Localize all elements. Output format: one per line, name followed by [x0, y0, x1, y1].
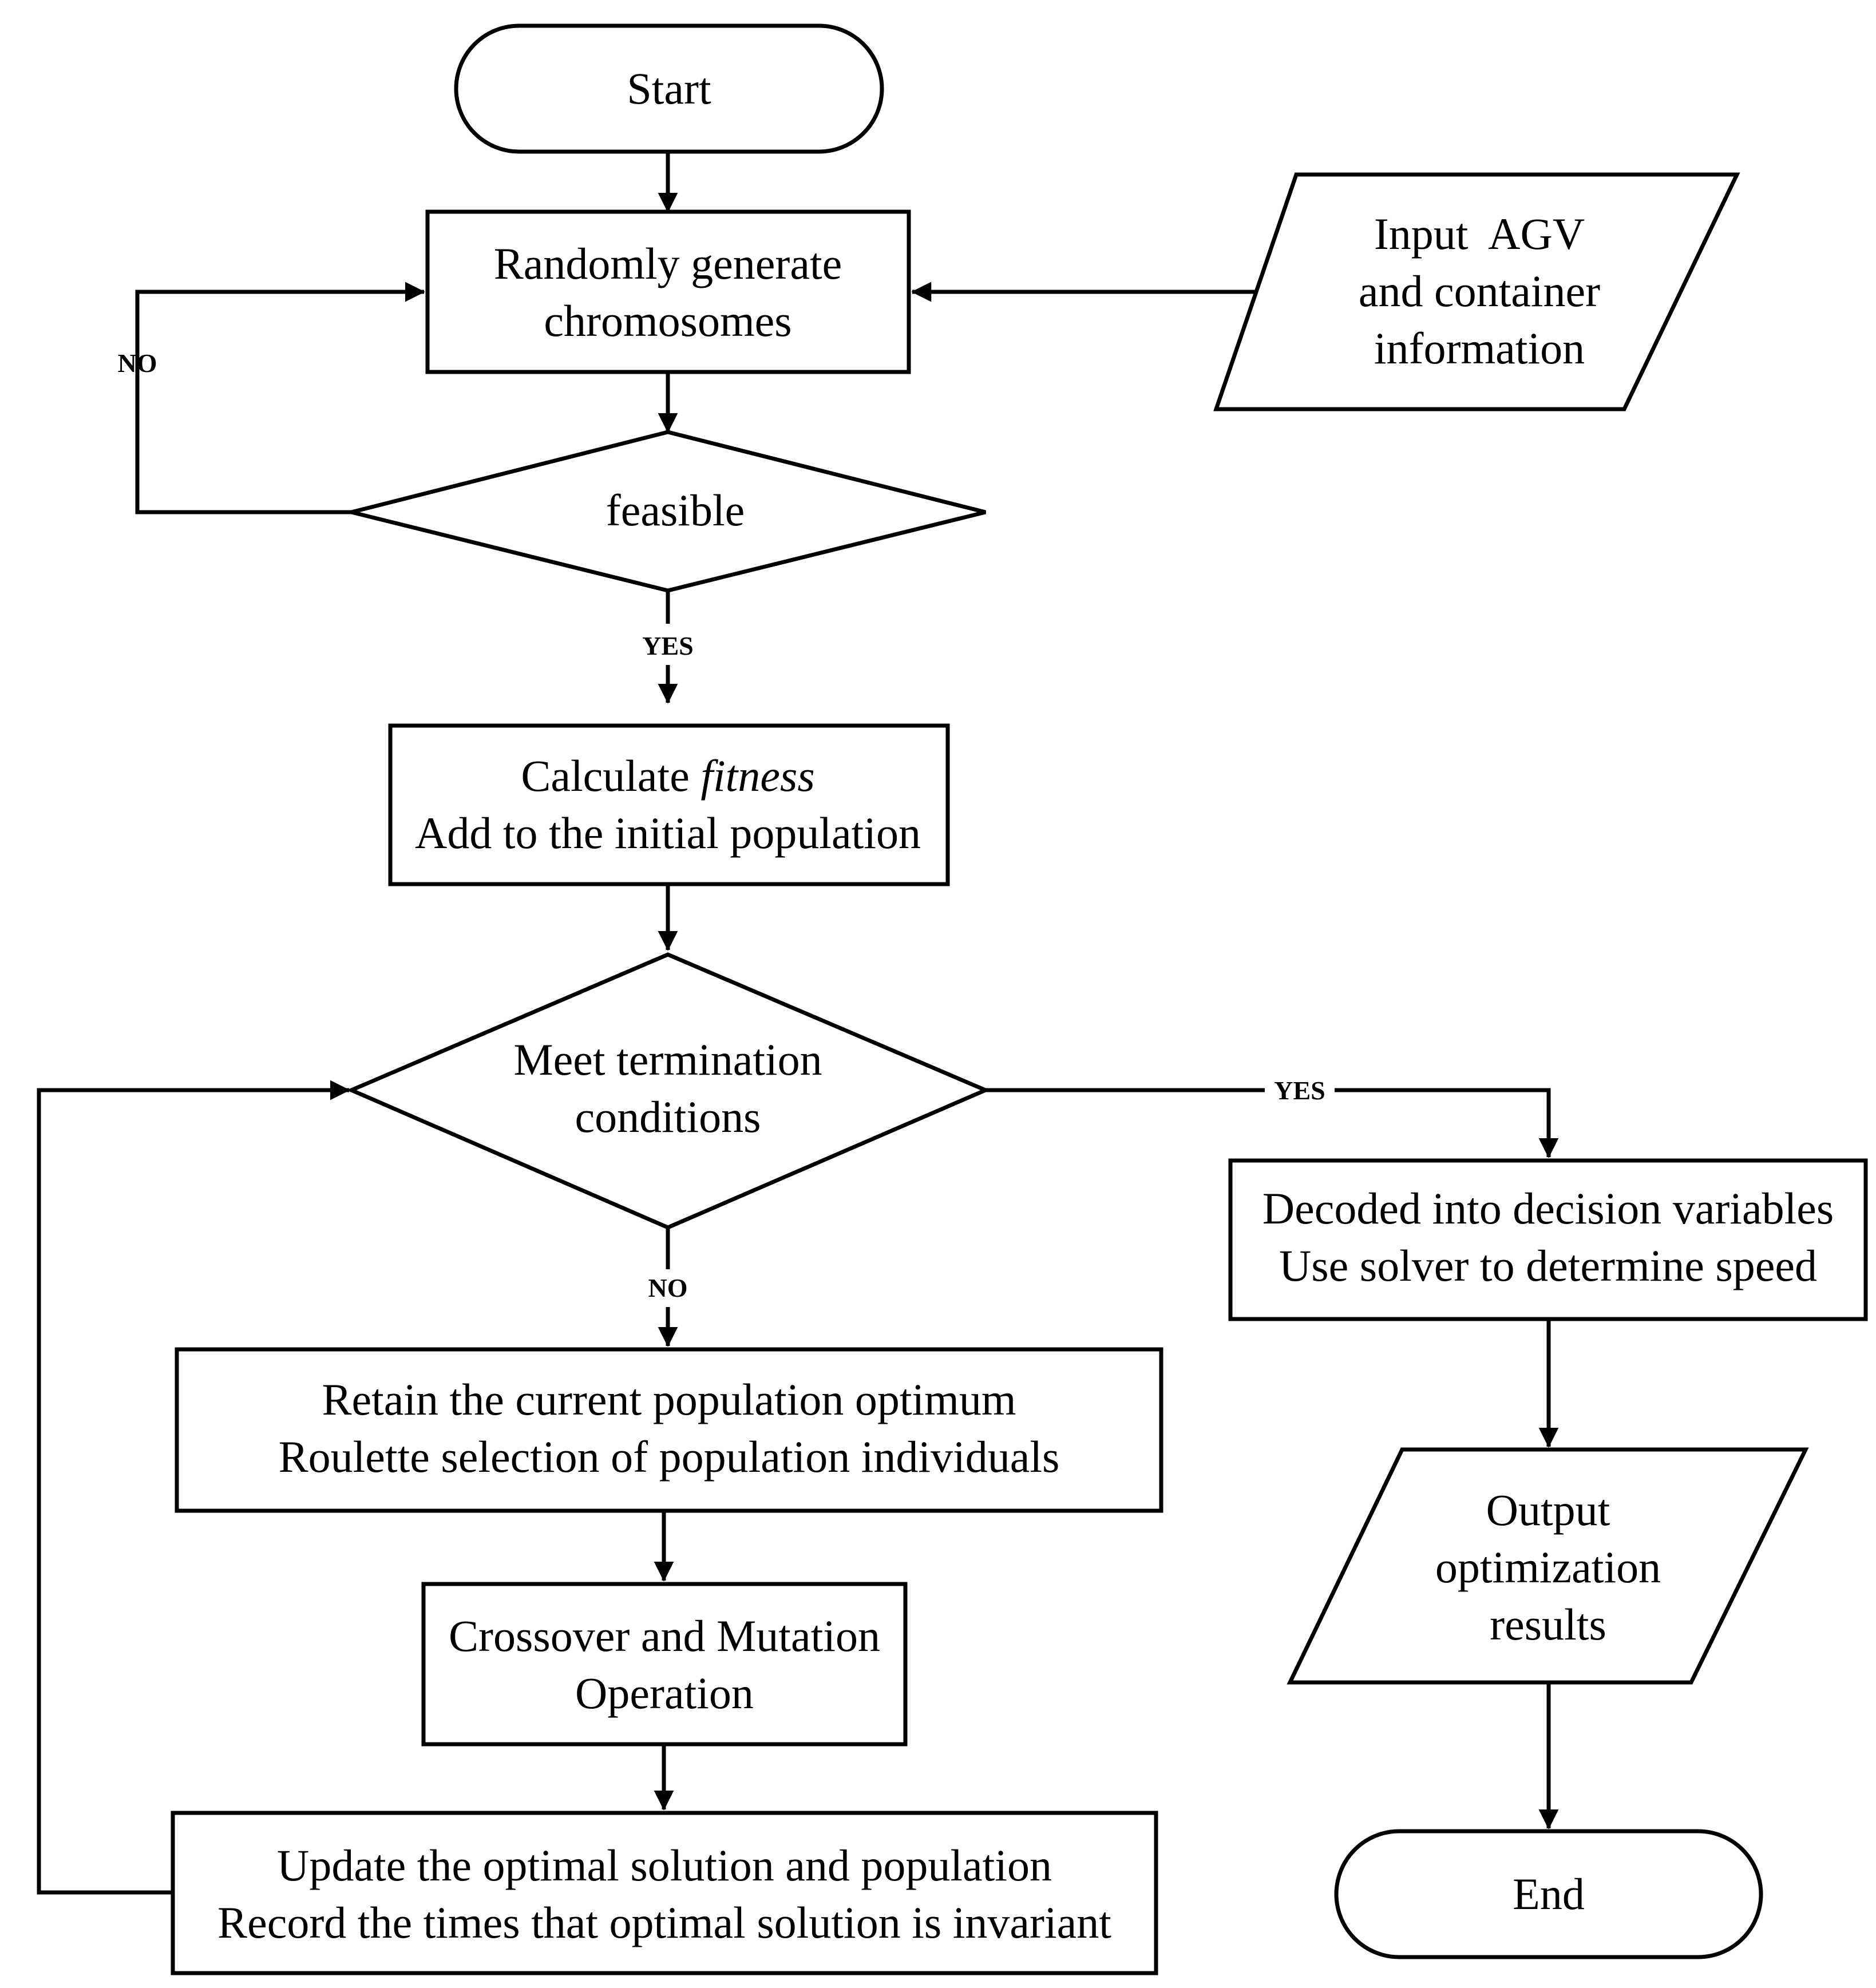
- arrow-feasible-no-loop: [135, 282, 425, 514]
- generate-process: [425, 209, 911, 374]
- input-line-3: information: [1374, 323, 1585, 373]
- node-update: Update the optimal solution and populati…: [171, 1811, 1158, 1975]
- generate-line-1: Randomly generate: [494, 239, 842, 288]
- node-feasible: feasible: [351, 430, 986, 593]
- decode-process: [1228, 1158, 1868, 1321]
- terminate-line-1: Meet termination: [513, 1035, 822, 1084]
- calculate-process: [388, 723, 950, 886]
- label-feasible-yes: YES: [642, 631, 693, 660]
- node-decode: Decoded into decision variables Use solv…: [1228, 1158, 1868, 1321]
- retain-process: [175, 1347, 1163, 1513]
- node-input: Input AGV and container information: [1213, 172, 1740, 411]
- generate-line-2: chromosomes: [544, 296, 791, 346]
- update-line-1: Update the optimal solution and populati…: [277, 1840, 1052, 1890]
- input-parallelogram: [1213, 172, 1740, 411]
- retain-line-2: Roulette selection of population individ…: [279, 1432, 1060, 1482]
- node-generate: Randomly generate chromosomes: [425, 209, 911, 374]
- label-feasible-no: NO: [118, 349, 157, 378]
- crossover-line-2: Operation: [575, 1668, 754, 1718]
- output-parallelogram: [1287, 1447, 1809, 1685]
- output-line-2: optimization: [1435, 1542, 1661, 1592]
- calculate-line-2: Add to the initial population: [415, 808, 921, 858]
- output-line-1: Output: [1486, 1485, 1610, 1535]
- end-terminal: [1334, 1829, 1763, 1959]
- update-line-2: Record the times that optimal solution i…: [217, 1898, 1111, 1947]
- decode-line-1: Decoded into decision variables: [1262, 1183, 1834, 1233]
- label-terminate-yes-bg: [1265, 1075, 1335, 1107]
- retain-line-1: Retain the current population optimum: [322, 1375, 1016, 1424]
- start-terminal: [454, 23, 884, 154]
- arrow-terminate-yes: [986, 1088, 1559, 1158]
- end-label: End: [1513, 1869, 1585, 1919]
- crossover-process: [421, 1582, 908, 1747]
- start-label: Start: [627, 64, 711, 113]
- node-end: End: [1334, 1829, 1763, 1959]
- edge-labels: NO YES YES NO: [118, 349, 1335, 1307]
- decode-line-2: Use solver to determine speed: [1279, 1241, 1817, 1290]
- calculate-prefix: Calculate: [521, 751, 700, 801]
- label-terminate-yes: YES: [1274, 1076, 1325, 1105]
- node-crossover: Crossover and Mutation Operation: [421, 1582, 908, 1747]
- node-output: Output optimization results: [1287, 1447, 1809, 1685]
- terminate-decision: [346, 952, 991, 1230]
- update-process: [171, 1811, 1158, 1975]
- output-line-3: results: [1490, 1599, 1606, 1649]
- label-terminate-no-bg: [638, 1269, 698, 1307]
- connectors: [37, 152, 1559, 1895]
- node-calculate: Calculate fitness Add to the initial pop…: [388, 723, 950, 886]
- input-line-2: and container: [1359, 266, 1600, 316]
- input-line-1: Input AGV: [1374, 209, 1585, 259]
- calculate-fitness: fitness: [700, 751, 814, 801]
- node-start: Start: [454, 23, 884, 154]
- label-feasible-yes-bg: [632, 624, 703, 665]
- crossover-line-1: Crossover and Mutation: [449, 1611, 880, 1661]
- feasible-label: feasible: [606, 485, 745, 535]
- node-retain: Retain the current population optimum Ro…: [175, 1347, 1163, 1513]
- feasible-decision: [351, 430, 986, 593]
- terminate-line-2: conditions: [575, 1092, 761, 1142]
- calculate-line-1: Calculate fitness: [521, 751, 814, 801]
- arrow-update-loop: [37, 1080, 350, 1895]
- node-terminate: Meet termination conditions: [346, 952, 991, 1230]
- label-terminate-no: NO: [648, 1273, 688, 1302]
